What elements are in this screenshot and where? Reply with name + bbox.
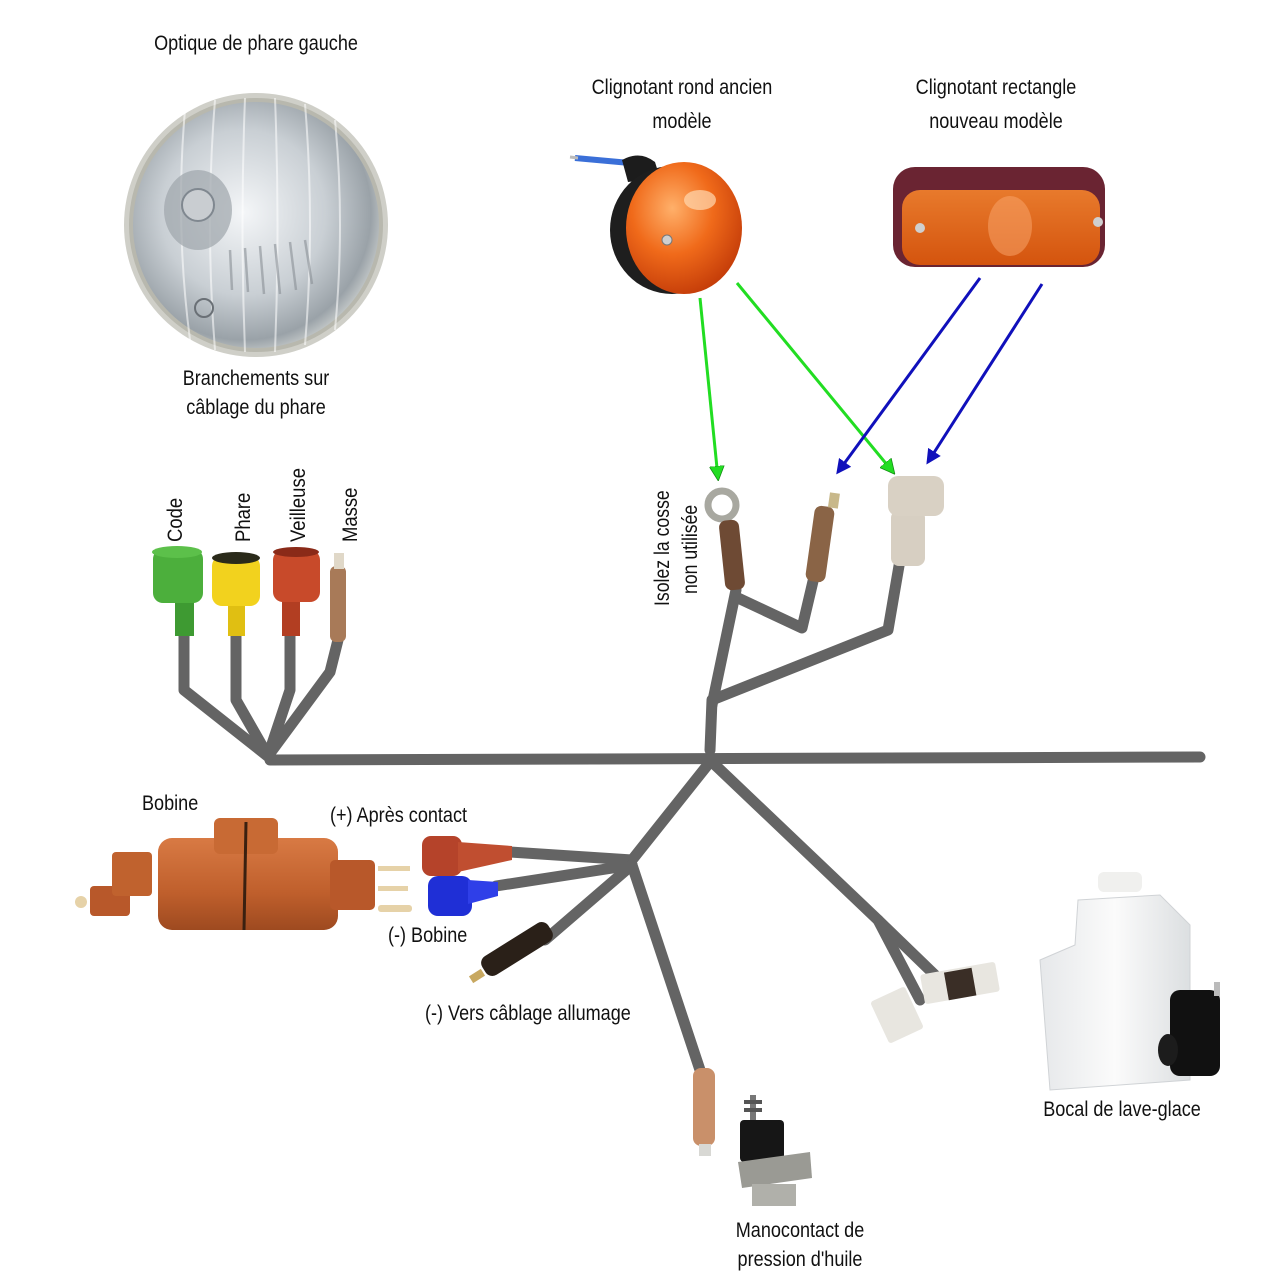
turn-signal-round-image[interactable] (569, 155, 742, 294)
arrow-rect-to-terminal (836, 277, 982, 475)
connector-phare[interactable] (212, 552, 260, 636)
headlight-caption-line1: Branchements sur (182, 367, 330, 390)
code-label: Code (164, 497, 187, 542)
phare-label: Phare (232, 492, 255, 542)
wire-moins-bobine (490, 859, 638, 892)
wire-code (178, 624, 276, 764)
wire-allumage (539, 859, 638, 946)
turn-signal-round-label-line1: Clignotant rond ancien (591, 76, 773, 99)
bullet-terminal[interactable] (805, 492, 840, 583)
connector-masse[interactable] (330, 553, 346, 642)
wire-harness (178, 554, 1206, 1076)
turn-signal-rect-label-line2: nouveau modèle (929, 110, 1063, 133)
veilleuse-label: Veilleuse (287, 468, 310, 542)
wire-manocontact (626, 859, 706, 1076)
unused-terminal-label-line1: Isolez la cosse (651, 490, 674, 606)
turn-signal-round-label-line2: modèle (652, 110, 712, 133)
wire-unused-terminal (706, 584, 742, 711)
apres-contact-label: (+) Après contact (330, 804, 468, 827)
wire-turn-branch (704, 554, 906, 756)
wire-washer-a (706, 756, 926, 1006)
washer-bottle-image[interactable] (1039, 872, 1220, 1091)
headlight-image[interactable] (124, 93, 388, 357)
connector-moins-bobine[interactable] (428, 876, 498, 916)
wire-veilleuse (262, 626, 296, 762)
headlight-label: Optique de phare gauche (154, 32, 358, 55)
wire-apres-contact (504, 846, 638, 866)
oil-pressure-switch-image[interactable] (738, 1095, 812, 1206)
wire-phare (230, 624, 274, 762)
unused-ring-terminal[interactable] (704, 487, 746, 591)
coil-image[interactable] (75, 818, 412, 931)
oil-wire-terminal[interactable] (693, 1068, 715, 1156)
connector-allumage[interactable] (468, 919, 556, 984)
washer-connector-a[interactable] (870, 986, 924, 1044)
washer-bottle-label: Bocal de lave-glace (1043, 1098, 1201, 1121)
coil-label: Bobine (142, 792, 199, 815)
turn-signal-rect-label-line1: Clignotant rectangle (915, 76, 1077, 99)
masse-label: Masse (339, 487, 362, 542)
oil-switch-label-line1: Manocontact de (735, 1219, 865, 1242)
cap-connector[interactable] (888, 476, 944, 566)
allumage-label: (-) Vers câblage allumage (425, 1002, 631, 1025)
wire-lower-junction (626, 756, 716, 866)
wire-masse (262, 634, 344, 762)
unused-terminal-label-line2: non utilisée (679, 504, 702, 594)
arrow-rect-to-cap (926, 283, 1044, 465)
headlight-caption-line2: câblage du phare (186, 396, 326, 419)
connector-code[interactable] (152, 546, 203, 636)
arrow-round-to-cap (735, 282, 893, 472)
oil-switch-label-line2: pression d'huile (737, 1248, 863, 1271)
connector-veilleuse[interactable] (273, 547, 320, 636)
washer-connector-b[interactable] (920, 962, 1000, 1005)
turn-signal-rect-image[interactable] (893, 167, 1105, 267)
main-trunk-wire (264, 751, 1206, 766)
moins-bobine-label: (-) Bobine (388, 924, 468, 947)
wire-round-signal (732, 554, 824, 634)
arrow-round-to-unused (698, 297, 718, 478)
arrows (698, 277, 1044, 478)
connector-apres-contact[interactable] (422, 836, 512, 876)
wire-washer-b (872, 914, 946, 986)
